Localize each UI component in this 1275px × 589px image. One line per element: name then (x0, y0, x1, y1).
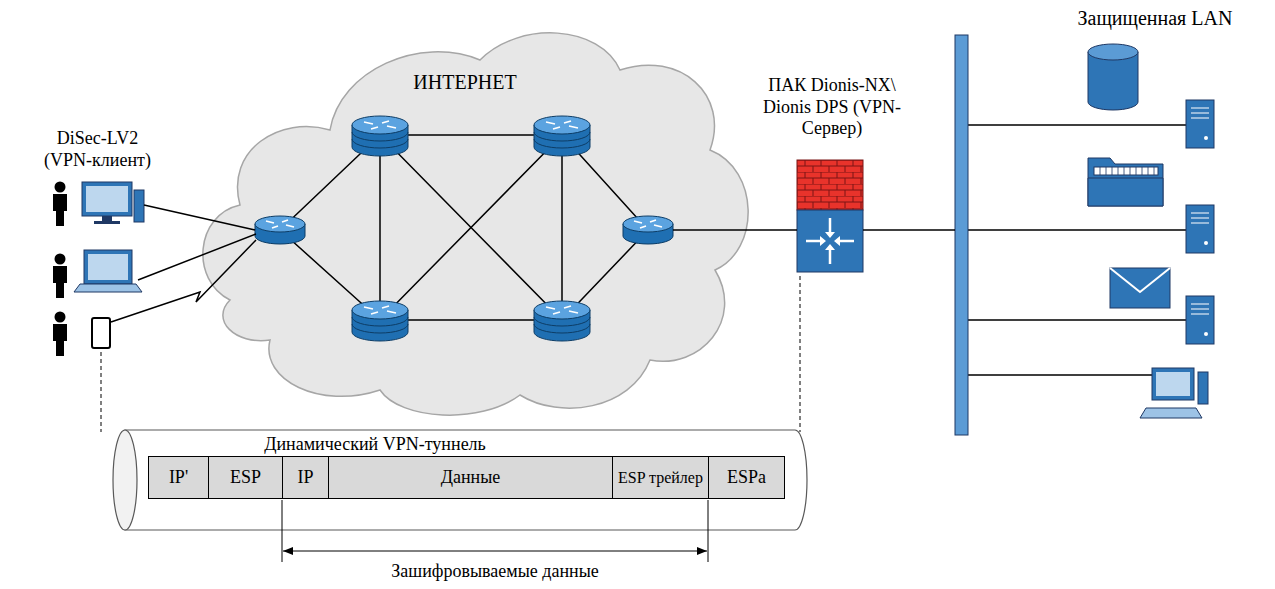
folder-icon (1094, 167, 1158, 175)
lan-bus (955, 35, 968, 435)
packet-field: ESPa (708, 456, 785, 499)
folder-icon (1088, 178, 1163, 206)
workstation-icon (1140, 368, 1208, 418)
routers (534, 301, 590, 341)
routers (352, 116, 408, 156)
workstation-icon (1152, 368, 1194, 400)
firewall-device (797, 160, 863, 210)
client-links (111, 240, 256, 322)
database-icon (1088, 44, 1138, 110)
tunnel-cylinder (125, 430, 807, 530)
client-users (53, 254, 67, 299)
packet-field: Данные (328, 456, 613, 499)
packet-field: IP (282, 456, 329, 499)
dimension-label: Зашифровываемые данные (391, 561, 598, 583)
dimension-arrow (283, 551, 707, 552)
routers (255, 116, 673, 341)
lan-bus (955, 35, 1186, 435)
vpn-tunnel: Динамический VPN-туннельIP' ESP IP Данные ES… (125, 430, 800, 530)
router-links (280, 135, 648, 320)
desktop-icon (82, 182, 144, 224)
dimension-arrow (282, 500, 708, 562)
lan-servers (1186, 205, 1214, 253)
field-label: Данные (441, 468, 501, 488)
desktop-icon (82, 182, 132, 216)
workstation-icon (1140, 408, 1202, 418)
database-icon (1088, 44, 1138, 60)
laptop-icon (74, 284, 142, 292)
network-link (144, 205, 255, 230)
routers (352, 301, 408, 341)
packet-field: ESP (208, 456, 283, 499)
field-label: IP' (169, 468, 188, 488)
network-link (863, 229, 955, 231)
workstation-icon (1198, 372, 1208, 404)
router-links (280, 135, 648, 320)
lan-servers (1186, 296, 1214, 344)
field-label: ESP (230, 468, 261, 488)
vpn-server: ПАК Dionis-NX\ Dionis DPS (VPN-Сервер) (762, 75, 902, 280)
folder-icon (1088, 158, 1163, 206)
laptop-icon (74, 250, 142, 292)
tunnel-leaders (101, 352, 102, 432)
tunnel-cylinder (113, 430, 137, 530)
lan-servers (1186, 100, 1214, 148)
mail-icon (1110, 268, 1170, 292)
field-label: ESPa (727, 468, 766, 488)
tunnel-leaders (800, 276, 801, 432)
dimension-label-text: Зашифровываемые данные (391, 561, 598, 583)
folder-icon (1088, 158, 1163, 206)
laptop-icon (88, 254, 128, 280)
client-users (53, 182, 67, 357)
client-links (111, 234, 256, 322)
internet-cloud (203, 33, 748, 415)
desktop-icon (134, 190, 144, 222)
tablet-icon (92, 318, 110, 348)
packet-field: ESP трейлер (612, 456, 709, 499)
tunnel-leaders (101, 276, 800, 432)
client-users (53, 182, 67, 227)
database-icon (1088, 52, 1138, 110)
network-link (673, 229, 797, 231)
protected-lan: Защищенная LAN (955, 6, 1270, 438)
node-label: Защищенная LAN (1050, 6, 1260, 30)
client-users (53, 312, 67, 357)
folder-icon (1100, 167, 1154, 175)
desktop-icon (102, 216, 112, 221)
routers (255, 216, 305, 244)
client-group: DiSec-LV2 (VPN-клиент) (35, 128, 160, 350)
routers (623, 216, 673, 244)
firewall-device (820, 232, 840, 250)
node-label: DiSec-LV2 (VPN-клиент) (35, 128, 160, 171)
internet-cloud: ИНТЕРНЕТ (205, 15, 735, 415)
lan-servers (1186, 100, 1214, 344)
tablet-icon (92, 318, 110, 348)
lan-bus (968, 125, 1186, 375)
firewall-device (806, 218, 854, 264)
desktop-icon (86, 186, 128, 212)
firewall-device (797, 160, 863, 272)
node-label: ПАК Dionis-NX\ Dionis DPS (VPN-Сервер) (762, 75, 902, 140)
desktop-icon (94, 221, 120, 224)
laptop-icon (84, 250, 132, 284)
node-label: ИНТЕРНЕТ (395, 70, 535, 94)
mail-icon (1110, 268, 1170, 308)
workstation-icon (1156, 372, 1190, 396)
dimension-arrow (282, 500, 708, 562)
field-label: IP (297, 468, 313, 488)
firewall-device (797, 210, 863, 272)
firewall-device (797, 160, 863, 210)
packet-field: IP' (148, 456, 209, 499)
client-links (138, 234, 256, 280)
node-label: Динамический VPN-туннель (245, 434, 505, 456)
field-label: ESP трейлер (618, 469, 703, 487)
mail-icon (1110, 268, 1170, 308)
tunnel-cylinder (113, 430, 807, 530)
routers (534, 116, 590, 156)
